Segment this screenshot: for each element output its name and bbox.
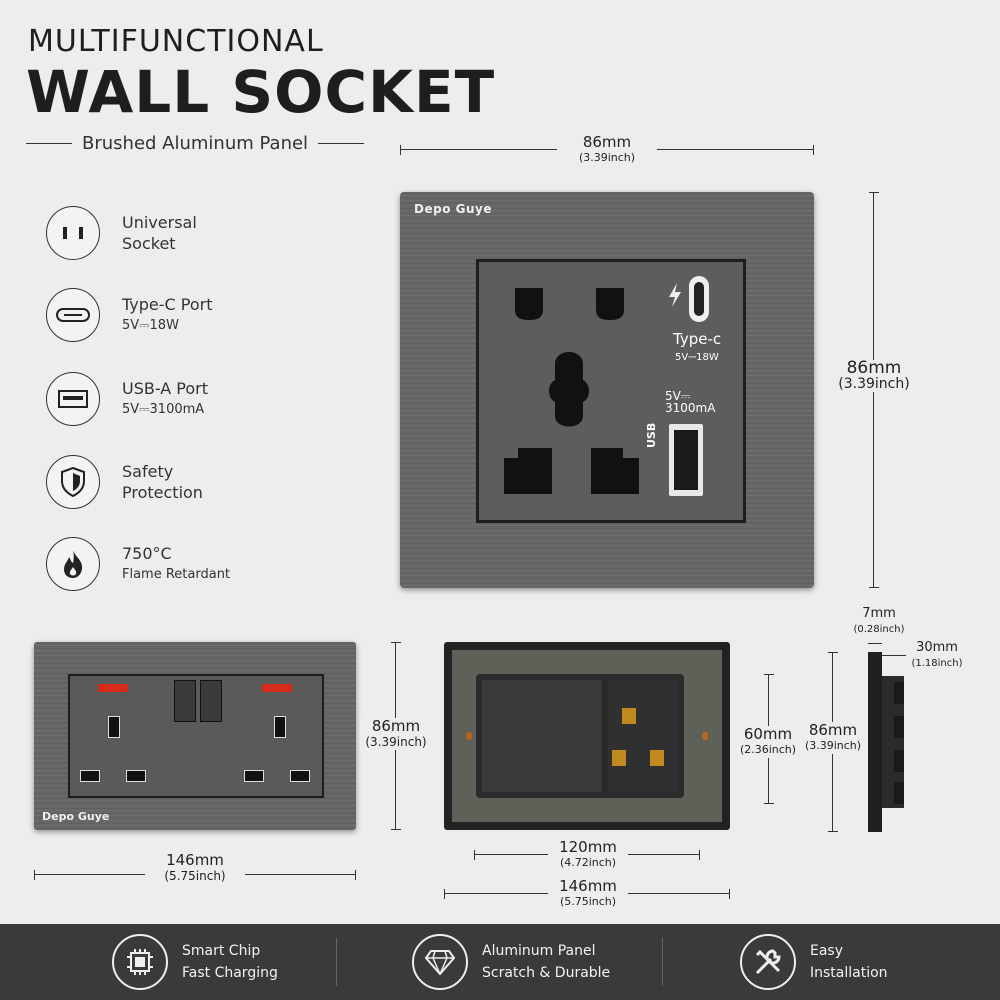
subtitle-text: Brushed Aluminum Panel [82, 133, 309, 154]
socket-insert: Type-c 5V⎓18W 5V⎓ 3100mA USB [476, 259, 746, 523]
typec-label: Type-c [673, 330, 722, 348]
dim-top-width: 86mm (3.39inch) [557, 134, 657, 166]
dim-side-depth: 30mm (1.18inch) [911, 640, 963, 669]
pin-hole [244, 770, 264, 782]
dim-uk-width: 146mm (5.75inch) [145, 852, 245, 884]
feature-sub: Socket [122, 234, 176, 253]
side-view-panel [868, 652, 882, 832]
usb-a-port [669, 424, 703, 496]
uk-socket-insert [68, 674, 324, 798]
dim-back-inner-width: 120mm (4.72inch) [548, 839, 628, 871]
indicator-right [262, 684, 292, 692]
back-circuit [482, 680, 602, 792]
feature-label: USB-A Port [122, 379, 209, 398]
bottom-item-sub: Fast Charging [182, 965, 278, 981]
feature-sub: Protection [122, 483, 203, 502]
feature-usb-a: USB-A Port 5V⎓3100mA [46, 372, 208, 426]
pin-hole [80, 770, 100, 782]
universal-socket-icon [46, 206, 100, 260]
feature-label: Safety [122, 462, 174, 481]
bottom-item-label: Easy [810, 943, 844, 959]
dim-uk-height: 86mm (3.39inch) [360, 718, 432, 750]
feature-sub: Flame Retardant [122, 567, 231, 582]
earth-hole-left [108, 716, 120, 738]
shield-icon [46, 455, 100, 509]
usb-a-port-icon [46, 372, 100, 426]
dim-line-side-thin [868, 643, 882, 644]
divider [662, 938, 663, 986]
bottom-item-label: Aluminum Panel [482, 943, 596, 959]
type-c-port [689, 276, 709, 322]
tools-icon [740, 934, 796, 990]
feature-type-c: Type-C Port 5V⎓18W [46, 288, 213, 342]
feature-sub: 5V⎓3100mA [122, 402, 205, 417]
bottom-item-sub: Scratch & Durable [482, 965, 611, 981]
uk-brand-label: Depo Guye [42, 810, 110, 823]
pin-hole [126, 770, 146, 782]
brand-label: Depo Guye [414, 202, 492, 216]
bottom-item-sub: Installation [810, 965, 888, 981]
feature-label: Universal [122, 213, 197, 232]
indicator-left [98, 684, 128, 692]
back-terminals [608, 680, 678, 792]
socket-back-view [444, 642, 730, 830]
uk-socket-panel: Depo Guye [34, 642, 356, 830]
typec-spec: 5V⎓18W [675, 352, 719, 363]
diamond-icon [412, 934, 468, 990]
side-view-module [882, 676, 904, 808]
subtitle-rule-left [26, 142, 72, 145]
subtitle: Brushed Aluminum Panel [26, 133, 365, 154]
subtitle-rule-right [318, 142, 365, 145]
dim-back-height: 86mm (3.39inch) [802, 722, 864, 754]
pin-hole [290, 770, 310, 782]
main-socket-panel: Depo Guye Type-c 5V⎓18W 5V⎓ 3100mA USB [400, 192, 814, 588]
smart-chip-icon [112, 934, 168, 990]
bottom-item-label: Smart Chip [182, 943, 261, 959]
flame-icon [46, 537, 100, 591]
title-line-2: WALL SOCKET [26, 58, 496, 126]
title-line-1: MULTIFUNCTIONAL [28, 24, 324, 59]
screw-hole [466, 732, 472, 740]
back-module [476, 674, 684, 798]
feature-flame: 750°C Flame Retardant [46, 537, 230, 591]
divider [336, 938, 337, 986]
usb-spec: 5V⎓ 3100mA [665, 389, 716, 415]
lightning-icon [669, 283, 681, 307]
dim-side-thin: 7mm (0.28inch) [853, 606, 905, 635]
switch-right[interactable] [200, 680, 222, 722]
feature-label: 750°C [122, 544, 172, 563]
earth-hole-right [274, 716, 286, 738]
dim-top-height: 86mm (3.39inch) [826, 360, 922, 392]
socket-holes [504, 288, 639, 494]
switch-left[interactable] [174, 680, 196, 722]
type-c-port-icon [46, 288, 100, 342]
screw-hole [702, 732, 708, 740]
dim-back-inner-height: 60mm (2.36inch) [736, 726, 800, 758]
feature-label: Type-C Port [122, 295, 213, 314]
dim-line-side-depth [882, 655, 906, 656]
feature-sub: 5V⎓18W [122, 318, 179, 333]
dim-back-width: 146mm (5.75inch) [548, 878, 628, 910]
usb-label: USB [645, 422, 658, 448]
